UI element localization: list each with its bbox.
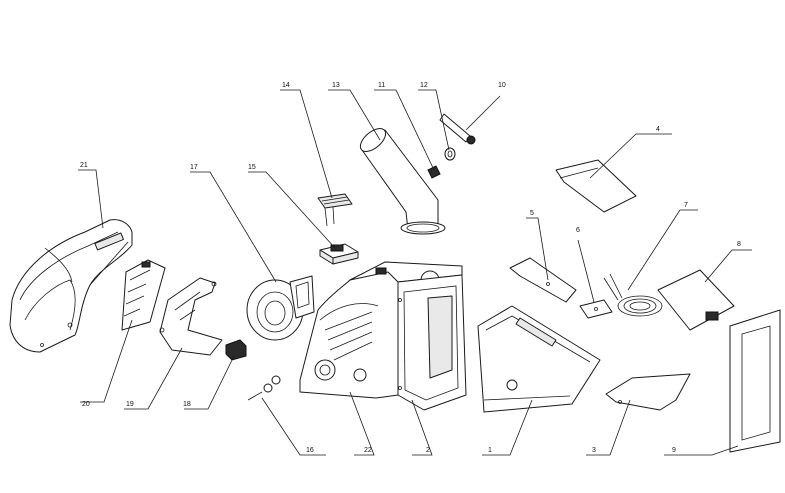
part-16-fittings <box>247 375 281 401</box>
callout-17: 17 <box>190 164 198 171</box>
part-6-small-plate <box>579 299 613 319</box>
part-19-bracket <box>159 277 223 356</box>
part-11-fitting <box>427 165 441 179</box>
callout-7: 7 <box>684 202 688 209</box>
callout-6: 6 <box>576 227 580 234</box>
callout-14: 14 <box>282 82 290 89</box>
callout-22: 22 <box>364 447 372 454</box>
part-1-base-tray <box>477 305 601 413</box>
callout-12: 12 <box>420 82 428 89</box>
part-15-junction-box <box>319 243 359 265</box>
part-10-probe <box>439 113 476 145</box>
callout-19: 19 <box>126 401 134 408</box>
callout-18: 18 <box>183 401 191 408</box>
part-22-main-body <box>299 261 463 399</box>
callout-5: 5 <box>530 210 534 217</box>
part-9-door-frame <box>729 309 781 453</box>
part-7-heating-coil <box>603 273 663 317</box>
callout-8: 8 <box>737 241 741 248</box>
callout-3: 3 <box>592 447 596 454</box>
callout-labels: 1 2 3 4 5 6 7 8 9 10 11 12 13 14 15 16 1… <box>80 82 741 454</box>
leader-lines <box>78 89 752 456</box>
callout-10: 10 <box>498 82 506 89</box>
part-12-nut <box>444 147 456 161</box>
callout-16: 16 <box>306 447 314 454</box>
part-13-feed-tube <box>359 128 446 235</box>
callout-13: 13 <box>332 82 340 89</box>
callout-4: 4 <box>656 126 660 133</box>
callout-2: 2 <box>426 447 430 454</box>
part-20-control-board <box>121 259 166 331</box>
part-8-lid-plate <box>657 269 735 331</box>
part-21-front-cover <box>9 219 133 353</box>
callout-21: 21 <box>80 162 88 169</box>
callout-9: 9 <box>672 447 676 454</box>
part-2-inner-frame <box>397 274 467 411</box>
part-4-deflector <box>555 159 637 213</box>
callout-11: 11 <box>378 82 385 89</box>
callout-15: 15 <box>248 164 256 171</box>
part-14-sensor-plate <box>317 193 353 227</box>
part-5-side-bracket <box>509 257 577 303</box>
callout-20: 20 <box>82 401 90 408</box>
part-18-connector <box>225 339 247 361</box>
part-17-blower-fan <box>246 275 315 341</box>
part-3-lower-tray <box>605 373 691 411</box>
callout-1: 1 <box>488 447 492 454</box>
